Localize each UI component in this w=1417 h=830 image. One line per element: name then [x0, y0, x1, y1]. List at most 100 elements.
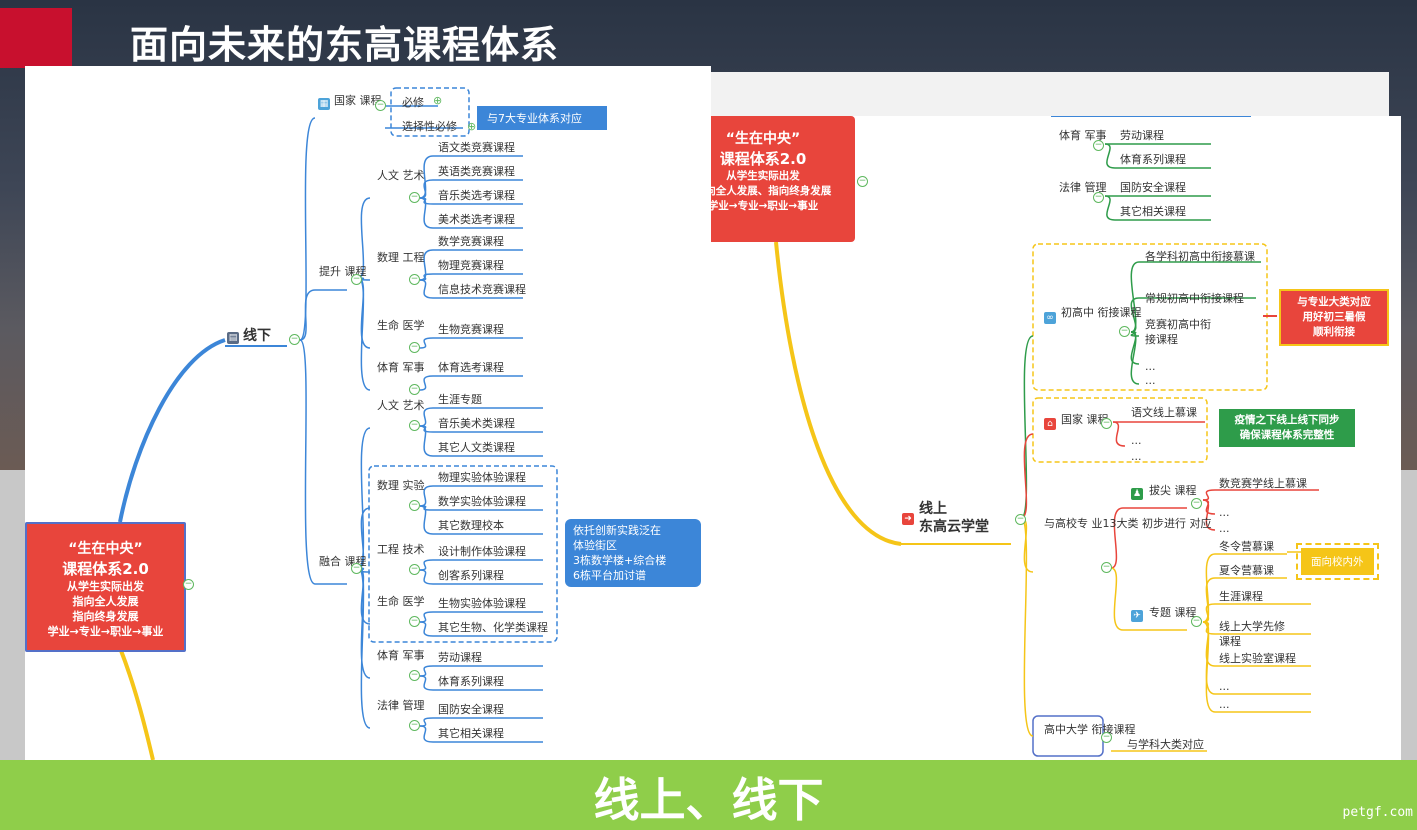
root-quote: “生在中央”	[725, 131, 801, 147]
leaf-course: 各学科初高中衔接慕课	[1145, 250, 1255, 263]
branch-connector	[419, 725, 434, 743]
branch-connector	[1202, 577, 1216, 623]
leaf-course: 音乐美术类课程	[438, 417, 515, 430]
expand-icon: ⊕	[467, 120, 477, 133]
branch-connector	[299, 289, 316, 341]
bridge-callout: 与专业大类对应 用好初三暑假 顺利衔接	[1279, 289, 1389, 346]
leaf-course: ...	[1131, 434, 1142, 447]
collapse-toggle-icon[interactable]: −	[409, 420, 420, 431]
collapse-toggle-icon[interactable]: −	[1101, 562, 1112, 573]
raise-group-label: 体育 军事	[377, 361, 425, 374]
national-online-callout: 疫情之下线上线下同步 确保课程体系完整性	[1219, 409, 1355, 447]
leaf-course: 英语类竞赛课程	[438, 165, 515, 178]
leaf-course: 国防安全课程	[1120, 181, 1186, 194]
leaf-course: 数学实验体验课程	[438, 495, 526, 508]
branch-connector	[1202, 621, 1216, 695]
branch-connector	[419, 665, 434, 677]
fusion-dashed-frame	[368, 465, 558, 643]
collapse-toggle-icon[interactable]: −	[1119, 326, 1130, 337]
collapse-toggle-icon[interactable]: −	[375, 100, 386, 111]
watermark: petgf.com	[1342, 805, 1413, 820]
branch-connector	[419, 675, 434, 691]
top-talent-label: 拔尖 课程	[1149, 484, 1197, 497]
branch-connector	[1104, 195, 1116, 221]
collapse-toggle-icon[interactable]: −	[409, 670, 420, 681]
national-online-frame	[1032, 397, 1208, 463]
collapse-toggle-icon[interactable]: −	[409, 384, 420, 395]
branch-connector	[299, 339, 316, 585]
branch-connector	[1202, 603, 1216, 623]
collapse-toggle-icon[interactable]: −	[1191, 498, 1202, 509]
collapse-toggle-icon[interactable]: −	[1093, 192, 1104, 203]
national-course-label: 国家 课程	[334, 94, 382, 107]
leaf-course: 劳动课程	[438, 651, 482, 664]
leaf-course: 语文线上慕课	[1131, 406, 1197, 419]
branch-connector	[419, 569, 434, 585]
title-accent-block	[0, 8, 72, 68]
collapse-toggle-icon[interactable]: −	[1101, 732, 1112, 743]
offline-icon: ▤	[227, 332, 239, 344]
national-dashed-frame	[390, 87, 470, 137]
collapse-toggle-icon[interactable]: −	[351, 274, 362, 285]
national-course-icon: ▦	[318, 98, 330, 110]
collapse-toggle-icon[interactable]: −	[409, 500, 420, 511]
online-branch-label: 线上 东高云学堂	[919, 501, 989, 535]
collapse-toggle-icon[interactable]: −	[1191, 616, 1202, 627]
fusion-group-label: 体育 军事	[377, 649, 425, 662]
slide-title: 面向未来的东高课程体系	[130, 23, 560, 67]
leaf-course: 生物竞赛课程	[438, 323, 504, 336]
branch-connector	[1130, 297, 1140, 333]
right-back-page	[711, 72, 1389, 120]
root-line: 从学生实际出发	[726, 170, 800, 182]
collapse-toggle-icon[interactable]: −	[409, 342, 420, 353]
leaf-course: 生涯专题	[438, 393, 482, 406]
collapse-toggle-icon[interactable]: −	[351, 563, 362, 574]
online-mindmap: “生在中央”课程体系2.0从学生实际出发指向全人发展、指向终身发展学业→专业→职…	[711, 116, 1401, 760]
branch-connector	[1110, 567, 1124, 631]
collapse-toggle-icon[interactable]: −	[409, 616, 420, 627]
collapse-toggle-icon[interactable]: −	[1093, 140, 1104, 151]
leaf-course: 夏令营慕课	[1219, 564, 1274, 577]
collapse-toggle-icon[interactable]: −	[409, 564, 420, 575]
footer-bar	[0, 760, 1417, 830]
branch-connector	[357, 567, 371, 729]
branch-connector	[1202, 489, 1216, 501]
footer-title: 线上、线下	[593, 773, 824, 827]
right-root-node[interactable]: “生在中央”课程体系2.0从学生实际出发指向全人发展、指向终身发展学业→专业→职…	[711, 116, 855, 242]
branch-connector	[419, 505, 434, 535]
branch-connector	[1110, 507, 1124, 569]
branch-connector	[419, 375, 434, 391]
leaf-course: ...	[1131, 450, 1142, 463]
leaf-course: 音乐类选考课程	[438, 189, 515, 202]
collapse-toggle-icon[interactable]: −	[183, 579, 194, 590]
leaf-course: 体育选考课程	[438, 361, 504, 374]
collapse-toggle-icon[interactable]: −	[409, 274, 420, 285]
collapse-toggle-icon[interactable]: −	[1015, 514, 1026, 525]
branch-connector	[1112, 421, 1126, 447]
leaf-course: 与学科大类对应	[1127, 738, 1204, 751]
root-to-offline-curve	[118, 338, 226, 523]
leaf-course: 物理竞赛课程	[438, 259, 504, 272]
branch-connector	[1020, 517, 1034, 737]
root-to-online-curve	[774, 241, 902, 546]
leaf-course: 体育系列课程	[1120, 153, 1186, 166]
fusion-group-label: 生命 医学	[377, 595, 425, 608]
fusion-group-label: 法律 管理	[377, 699, 425, 712]
collapse-toggle-icon[interactable]: −	[289, 334, 300, 345]
leaf-course: 其它相关课程	[1120, 205, 1186, 218]
univ-bridge-label: 高中大学 衔接课程	[1044, 723, 1136, 736]
branch-connector	[419, 559, 434, 571]
collapse-toggle-icon[interactable]: −	[857, 176, 868, 187]
online-icon: ➜	[902, 513, 914, 525]
collapse-toggle-icon[interactable]: −	[1101, 418, 1112, 429]
leaf-course: 线上大学先修 课程	[1219, 620, 1285, 648]
collapse-toggle-icon[interactable]: −	[409, 720, 420, 731]
collapse-toggle-icon[interactable]: −	[409, 192, 420, 203]
raise-group-label: 人文 艺术	[377, 169, 425, 182]
branch-connector	[357, 427, 371, 569]
leaf-course: 信息技术竞赛课程	[438, 283, 526, 296]
leaf-course: ...	[1145, 360, 1156, 373]
leaf-course: 竞赛初高中衔 接课程	[1145, 318, 1211, 346]
